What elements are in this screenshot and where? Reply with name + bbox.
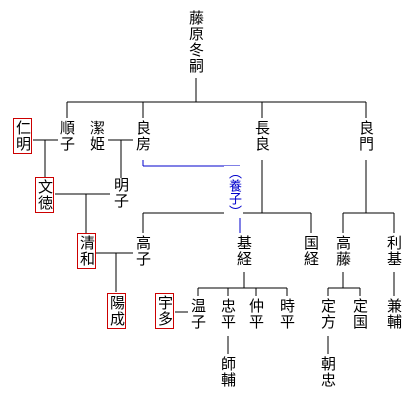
adoption-label: （養子） xyxy=(224,166,243,218)
node-yoshikado: 良門 xyxy=(357,120,375,152)
node-sadakata: 定方 xyxy=(319,298,337,330)
node-tadahira: 忠平 xyxy=(219,298,237,330)
node-kiyoshi: 潔姫 xyxy=(88,120,106,152)
node-asatada: 朝忠 xyxy=(319,356,337,388)
node-toshimoto: 利基 xyxy=(385,235,403,267)
node-sadakuni: 定国 xyxy=(351,298,369,330)
node-akirakeiko: 明子 xyxy=(112,177,130,209)
node-nakahira: 仲平 xyxy=(247,298,265,330)
node-junshi: 順子 xyxy=(58,120,76,152)
node-yozei-emperor: 陽成 xyxy=(107,293,126,329)
node-tokihira: 時平 xyxy=(278,298,296,330)
node-onshi: 温子 xyxy=(189,298,207,330)
node-uda-emperor: 宇多 xyxy=(155,293,174,329)
node-yoshifusa: 良房 xyxy=(134,120,152,152)
node-nagayoshi: 長良 xyxy=(253,120,271,152)
node-takaiko: 高子 xyxy=(134,235,152,267)
node-seiwa-emperor: 清和 xyxy=(77,233,96,269)
node-takafuji: 高藤 xyxy=(334,235,352,267)
node-kunitsune: 国経 xyxy=(302,235,320,267)
node-montoku-emperor: 文徳 xyxy=(35,177,54,213)
node-mototsune: 基経 xyxy=(235,235,253,267)
node-morosuke: 師輔 xyxy=(219,356,237,388)
node-fujiwara-no-fuyutsugu: 藤原冬嗣 xyxy=(187,10,205,74)
node-kanesuke: 兼輔 xyxy=(385,298,403,330)
node-ninmyo-emperor: 仁明 xyxy=(13,118,32,154)
